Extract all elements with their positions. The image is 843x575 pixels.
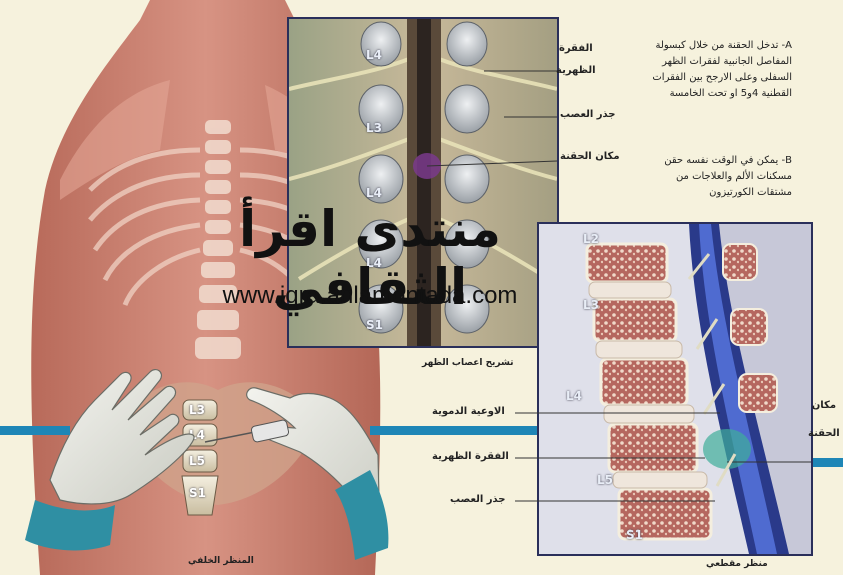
label-blood-vessels: الاوعية الدموية: [432, 406, 505, 417]
label-nerve-root-top: جذر العصب: [560, 109, 616, 120]
label-vertebra-mid: الفقرة الظهرية: [432, 451, 509, 462]
watermark-url: www.iqra.ahlamontada.com: [160, 282, 580, 310]
note-b: B- يمكن في الوقت نفسه حقن مسكنات الألم و…: [640, 153, 792, 201]
note-a: A- تدخل الحقنة من خلال كبسولة المفاصل ال…: [640, 38, 792, 102]
label-nerve-root-bottom: جذر العصب: [450, 494, 506, 505]
caption-cross-section: منظر مقطعي: [706, 559, 768, 569]
label-injection-site-top: مكان الحقنة: [560, 151, 620, 162]
caption-rear-view: المنظر الخلفي: [188, 556, 254, 566]
caption-anatomy: تشريح اعصاب الظهر: [422, 358, 514, 368]
label-vertebra-top: الفقرة الظهرية: [556, 38, 596, 82]
label-injection-site-right: مكان الحقنة: [808, 392, 840, 448]
